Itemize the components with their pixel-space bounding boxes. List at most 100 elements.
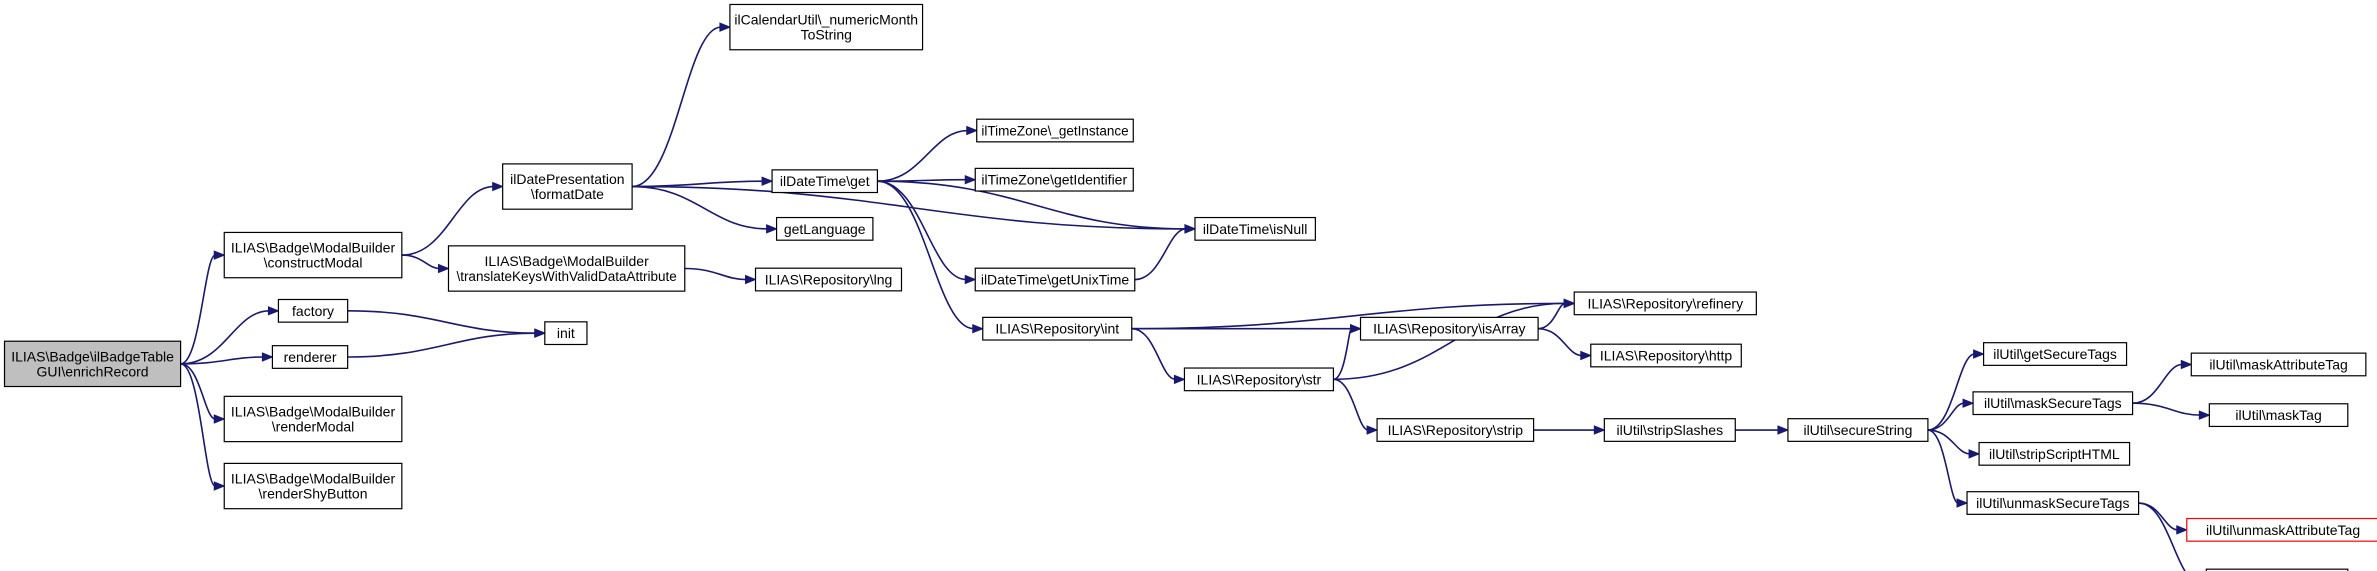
node-tzGetInstance[interactable]: ilTimeZone\_getInstance <box>976 118 1134 143</box>
node-box-maskTag[interactable] <box>2208 403 2349 428</box>
node-label-unmaskSecureTags-0: ilUtil\unmaskSecureTags <box>1976 495 2129 511</box>
node-repoStrip[interactable]: ILIAS\Repository\strip <box>1376 418 1535 442</box>
node-init[interactable]: init <box>544 321 588 346</box>
node-maskAttributeTag[interactable]: ilUtil\maskAttributeTag <box>2190 352 2367 377</box>
node-label-dtGet-0: ilDateTime\get <box>780 173 870 189</box>
node-box-translateKeys[interactable] <box>447 245 686 292</box>
arrowhead-dtGet-to-tzGetInstance <box>966 125 979 136</box>
edge-constructModal-to-formatDate <box>401 185 494 256</box>
node-constructModal[interactable]: ILIAS\Badge\ModalBuilder\constructModal <box>223 231 403 279</box>
node-box-dtGet[interactable] <box>771 169 879 194</box>
node-box-unmaskTag[interactable] <box>2205 568 2349 571</box>
node-box-numericMonth[interactable] <box>729 3 924 51</box>
node-getLanguage[interactable]: getLanguage <box>775 216 874 241</box>
node-box-getSecureTags[interactable] <box>1982 342 2128 366</box>
node-label-constructModal-0: ILIAS\Badge\ModalBuilder <box>231 240 396 256</box>
node-label-stripSlashes-0: ilUtil\stripSlashes <box>1617 422 1724 438</box>
node-dtGet[interactable]: ilDateTime\get <box>771 169 879 194</box>
node-unmaskSecureTags[interactable]: ilUtil\unmaskSecureTags <box>1966 491 2140 515</box>
node-box-formatDate[interactable] <box>502 163 633 210</box>
arrowhead-secureString-to-unmaskSecureTags <box>1956 498 1969 508</box>
node-renderShyButton[interactable]: ILIAS\Badge\ModalBuilder\renderShyButton <box>223 462 403 510</box>
node-label-unmaskAttributeTag-0: ilUtil\unmaskAttributeTag <box>2206 522 2360 538</box>
node-formatDate[interactable]: ilDatePresentation\formatDate <box>502 163 633 210</box>
node-repoLng[interactable]: ILIAS\Repository\lng <box>754 267 903 292</box>
node-box-dtIsNull[interactable] <box>1194 216 1316 241</box>
node-box-init[interactable] <box>544 321 588 346</box>
arrowhead-unmaskSecureTags-to-unmaskAttributeTag <box>2176 525 2189 535</box>
arrowhead-stripSlashes-to-secureString <box>1777 425 1790 435</box>
node-box-maskSecureTags[interactable] <box>1972 391 2134 416</box>
node-label-formatDate-1: \formatDate <box>531 186 604 202</box>
node-box-repoStr[interactable] <box>1183 367 1335 392</box>
arrowhead-secureString-to-maskSecureTags <box>1962 398 1975 408</box>
node-label-renderShyButton-0: ILIAS\Badge\ModalBuilder <box>231 471 396 487</box>
node-box-renderModal[interactable] <box>223 395 403 443</box>
node-stripScriptHTML[interactable]: ilUtil\stripScriptHTML <box>1978 441 2131 466</box>
node-box-repoInt[interactable] <box>982 316 1133 341</box>
node-renderModal[interactable]: ILIAS\Badge\ModalBuilder\renderModal <box>223 395 403 443</box>
edge-renderer-to-init <box>347 332 536 358</box>
node-box-root[interactable] <box>3 340 182 388</box>
node-renderer[interactable]: renderer <box>271 345 349 369</box>
edge-root-to-renderer <box>180 356 264 365</box>
node-stripSlashes[interactable]: ilUtil\stripSlashes <box>1603 418 1736 442</box>
node-box-maskAttributeTag[interactable] <box>2190 352 2367 377</box>
node-label-repoInt-0: ILIAS\Repository\int <box>995 321 1119 337</box>
edge-repoStr-to-repoStrip <box>1333 378 1369 431</box>
node-box-tzGetIdentifier[interactable] <box>974 167 1134 192</box>
node-label-secureString-0: ilUtil\secureString <box>1803 422 1912 438</box>
node-box-stripScriptHTML[interactable] <box>1978 441 2131 466</box>
node-box-repoStrip[interactable] <box>1376 418 1535 442</box>
node-box-repoLng[interactable] <box>754 267 903 292</box>
arrowhead-dtGet-to-dtGetUnixTime <box>964 274 977 285</box>
node-box-tzGetInstance[interactable] <box>976 118 1134 143</box>
node-getSecureTags[interactable]: ilUtil\getSecureTags <box>1982 342 2128 366</box>
node-label-dtGetUnixTime-0: ilDateTime\getUnixTime <box>981 272 1130 288</box>
node-box-unmaskSecureTags[interactable] <box>1966 491 2140 515</box>
node-box-stripSlashes[interactable] <box>1603 418 1736 442</box>
node-repoIsArray[interactable]: ILIAS\Repository\isArray <box>1359 316 1539 341</box>
node-box-dtGetUnixTime[interactable] <box>974 267 1136 292</box>
arrowhead-repoInt-to-repoStr <box>1173 374 1186 385</box>
edge-formatDate-to-dtGet <box>632 180 764 188</box>
arrowhead-secureString-to-getSecureTags <box>1973 349 1985 359</box>
node-factory[interactable]: factory <box>277 298 349 323</box>
node-box-repoHttp[interactable] <box>1590 343 1742 368</box>
node-box-secureString[interactable] <box>1787 418 1929 442</box>
node-box-renderShyButton[interactable] <box>223 462 403 510</box>
node-repoHttp[interactable]: ILIAS\Repository\http <box>1590 343 1742 368</box>
node-repoRefinery[interactable]: ILIAS\Repository\refinery <box>1573 291 1757 316</box>
arrowhead-repoStrip-to-stripSlashes <box>1593 425 1606 435</box>
node-secureString[interactable]: ilUtil\secureString <box>1787 418 1929 442</box>
node-box-constructModal[interactable] <box>223 231 403 279</box>
node-repoInt[interactable]: ILIAS\Repository\int <box>982 316 1133 341</box>
node-label-translateKeys-1: \translateKeysWithValidDataAttribute <box>456 269 676 284</box>
edge-root-to-constructModal <box>180 254 217 365</box>
node-maskSecureTags[interactable]: ilUtil\maskSecureTags <box>1972 391 2134 416</box>
node-box-getLanguage[interactable] <box>775 216 874 241</box>
node-translateKeys[interactable]: ILIAS\Badge\ModalBuilder\translateKeysWi… <box>447 245 686 292</box>
node-maskTag[interactable]: ilUtil\maskTag <box>2208 403 2349 428</box>
edge-secureString-to-getSecureTags <box>1927 353 1975 431</box>
arrowhead-translateKeys-to-repoLng <box>745 274 757 285</box>
arrowhead-dtGet-to-tzGetIdentifier <box>964 174 977 185</box>
node-box-unmaskAttributeTag[interactable] <box>2186 517 2377 542</box>
node-repoStr[interactable]: ILIAS\Repository\str <box>1183 367 1335 392</box>
node-dtIsNull[interactable]: ilDateTime\isNull <box>1194 216 1316 241</box>
node-label-stripScriptHTML-0: ilUtil\stripScriptHTML <box>1989 446 2120 462</box>
node-box-factory[interactable] <box>277 298 349 323</box>
node-label-root-1: GUI\enrichRecord <box>37 363 149 379</box>
node-box-repoIsArray[interactable] <box>1359 316 1539 341</box>
node-dtGetUnixTime[interactable]: ilDateTime\getUnixTime <box>974 267 1136 292</box>
arrowhead-repoIsArray-to-repoRefinery <box>1563 298 1576 309</box>
node-box-repoRefinery[interactable] <box>1573 291 1757 316</box>
node-unmaskAttributeTag[interactable]: ilUtil\unmaskAttributeTag <box>2186 517 2377 542</box>
node-label-repoRefinery-0: ILIAS\Repository\refinery <box>1587 295 1743 311</box>
edge-dtGet-to-dtIsNull <box>877 180 1186 230</box>
node-box-renderer[interactable] <box>271 345 349 369</box>
node-tzGetIdentifier[interactable]: ilTimeZone\getIdentifier <box>974 167 1134 192</box>
node-unmaskTag[interactable]: ilUtil\unmaskTag <box>2205 568 2349 571</box>
